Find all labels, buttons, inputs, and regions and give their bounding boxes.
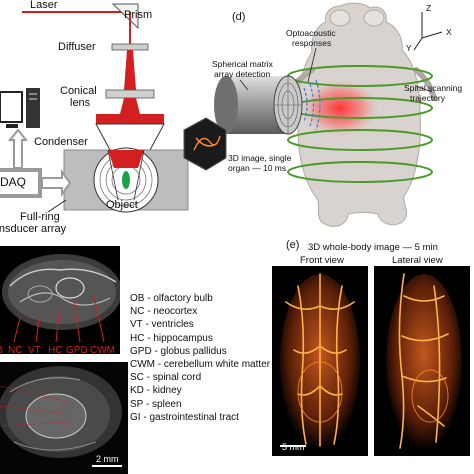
label-condenser: Condenser [34,136,88,148]
legend-item: HC - hippocampus [130,332,213,344]
daq-to-computer-arrow [7,128,29,169]
brain-label-partial: B [0,345,3,356]
legend-item: VT - ventricles [130,319,194,331]
brain-label-vt: VT [28,345,41,356]
label-optoacoustic-1: Optoacoustic [286,28,336,38]
illumination-cone [108,150,144,168]
diffused-beam [124,50,136,90]
condenser-body [95,123,165,151]
daq-box [0,168,42,198]
brain-top-drawing [2,254,120,343]
brain-scale-label: 2 mm [96,454,119,464]
label-matrix-2: array detection [214,69,271,79]
label-diffuser: Diffuser [58,41,96,53]
spiral-ring-3 [287,129,433,151]
label-prism: Prism [124,9,153,21]
monitor-icon [0,91,23,123]
label-object: Object [106,199,138,211]
legend-item: SP - spleen [130,398,182,410]
lens-beam [120,98,140,114]
label-ring-2: transducer array [0,223,67,235]
axis-label-x: X [446,27,452,37]
legend-item: NC - neocortex [130,306,198,318]
image3d-thumbnail [183,117,227,171]
legend-item: KD - kidney [130,385,182,397]
legend-item: GPD - globus pallidus [130,345,227,357]
mouse-scanning-diagram [183,2,443,227]
legend-item: CWM - cerebellum white matter [130,359,271,371]
ring-to-daq-arrow [41,168,72,198]
lateral-view-drawing [386,273,462,450]
brain-image-bottom [0,362,128,474]
legend-item: OB - olfactory bulb [130,293,213,304]
brain-label-cwm: CWM [90,345,115,356]
lateral-view-image [374,266,470,456]
mouse-ear-left [329,9,351,27]
brain-bottom-drawing [0,366,122,467]
label-lateral-view: Lateral view [392,255,443,266]
brain-label-nc: NC [8,345,23,356]
label-conical-1: Conical [60,85,97,97]
front-view-image [272,266,368,456]
label-matrix-1: Spherical matrix [212,59,273,69]
front-view-drawing [280,273,360,450]
axis-label-y: Y [406,43,412,53]
label-laser: Laser [30,0,58,11]
mouse-arm-right [413,67,437,101]
illumination-glow [302,80,378,136]
body-scale-label: 5 mm [282,442,305,452]
conical-lens-shape [105,89,155,99]
label-spiral-1: Spiral scanning [404,83,463,93]
setup-diagram [0,3,189,213]
brain-label-gpd: GPD [66,345,88,356]
spiral-ring-4 [287,161,433,183]
legend-item: SC - spinal cord [130,372,202,384]
label-spiral-2: trajectory [410,93,445,103]
panel-e-letter: (e) [286,239,300,251]
ring-pointer [47,199,67,213]
panel-e-title: 3D whole-body image — 5 min [308,242,438,253]
legend-item: GI - gastrointestinal tract [130,411,239,423]
label-optoacoustic-2: responses [292,38,332,48]
object-sample [122,171,130,189]
label-image3d-1: 3D image, single [228,153,292,163]
condenser-top [96,114,164,124]
prism-shape [111,3,139,30]
acoustic-waves [303,79,321,131]
diffuser-plate [111,43,149,51]
label-daq: DAQ [0,175,27,189]
label-conical-2: lens [70,97,91,109]
mouse-ear-right [363,9,385,27]
label-ring-1: Full-ring [20,211,60,223]
brain-image-top [0,246,120,354]
detector-back [214,76,238,134]
abbreviation-legend: OB - olfactory bulb NC - neocortex VT - … [130,292,270,424]
axes-icon [413,12,443,51]
brain-label-hc: HC [48,345,63,356]
label-front-view: Front view [300,255,344,266]
panel-d-letter: (d) [232,11,246,23]
label-image3d-2: organ — 10 ms [228,163,287,173]
axis-label-z: Z [426,3,432,13]
label-pointers [13,295,105,343]
